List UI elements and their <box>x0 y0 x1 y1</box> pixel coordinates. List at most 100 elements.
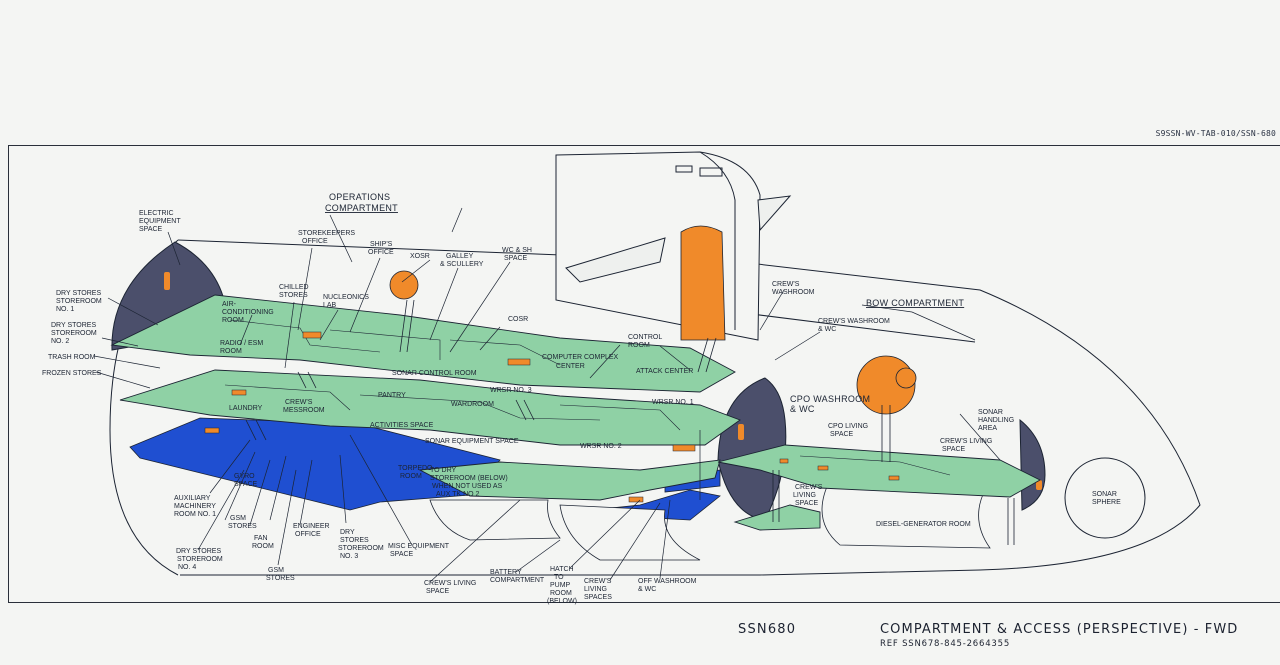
label-hatch-3: PUMP <box>550 582 571 589</box>
label-aux-1: AUXILIARY <box>174 495 211 502</box>
label-laundry: LAUNDRY <box>229 405 263 412</box>
label-hatch-1: HATCH <box>550 566 574 573</box>
label-sonar-control: SONAR CONTROL ROOM <box>392 370 477 377</box>
drawing-frame <box>8 145 1280 603</box>
hull-number: SSN680 <box>738 622 797 637</box>
label-galley-2: & SCULLERY <box>440 261 484 268</box>
label-crews-living-r-2: SPACE <box>942 446 966 453</box>
battery-compartment-cylinder <box>429 479 991 561</box>
label-engineer-1: ENGINEER <box>293 523 330 530</box>
label-off-washroom-1: OFF WASHROOM <box>638 578 697 585</box>
submarine-cutaway-diagram: OPERATIONS COMPARTMENT BOW COMPARTMENT E… <box>42 151 1201 605</box>
space-labels: ELECTRIC EQUIPMENT SPACE DRY STORES STOR… <box>42 210 1121 605</box>
label-chilled-2: STORES <box>279 292 308 299</box>
label-frozen: FROZEN STORES <box>42 370 102 377</box>
label-ships-1: SHIP'S <box>370 241 393 248</box>
label-nucleonics-2: LAB <box>323 302 337 309</box>
label-air-2: CONDITIONING <box>222 309 274 316</box>
label-battery-2: COMPARTMENT <box>490 577 545 584</box>
label-ds2-1: DRY STORES <box>51 322 96 329</box>
label-computer-2: CENTER <box>556 363 585 370</box>
label-storekeepers-2: OFFICE <box>302 238 328 245</box>
label-ds2-3: NO. 2 <box>51 338 69 345</box>
label-ds1-3: NO. 1 <box>56 306 74 313</box>
label-fan-1: FAN <box>254 535 268 542</box>
lower-deck <box>418 459 721 501</box>
label-wrsr1: WRSR NO. 1 <box>652 399 694 406</box>
label-to-dry-4: AUX TK NO 2 <box>436 491 480 498</box>
label-crews-mess-2: MESSROOM <box>283 407 325 414</box>
label-cosr: COSR <box>508 316 528 323</box>
label-trash: TRASH ROOM <box>48 354 96 361</box>
label-sonar-handling-2: HANDLING <box>978 417 1014 424</box>
escape-trunks <box>389 225 917 415</box>
compartment-labels: OPERATIONS COMPARTMENT BOW COMPARTMENT <box>325 192 964 308</box>
label-pantry: PANTRY <box>378 392 406 399</box>
title-block: SSN680 COMPARTMENT & ACCESS (PERSPECTIVE… <box>0 612 1280 665</box>
label-misc-1: MISC EQUIPMENT <box>388 543 450 550</box>
label-nucleonics-1: NUCLEONICS <box>323 294 369 301</box>
label-battery-1: BATTERY <box>490 569 522 576</box>
label-crews-living-low-1: CREW'S <box>795 484 823 491</box>
label-xosr: XOSR <box>410 253 430 260</box>
operations-compartment-label: OPERATIONS <box>329 192 390 202</box>
label-crews-living-bottom-2: SPACE <box>426 588 450 595</box>
bow-lower-deck <box>733 504 821 531</box>
label-storekeepers-1: STOREKEEPERS <box>298 230 355 237</box>
sail <box>555 151 792 341</box>
label-torpedo-1: TORPEDO <box>398 465 433 472</box>
label-crews-washroom-wc-1: CREW'S WASHROOM <box>818 318 890 325</box>
label-ds3-3: STOREROOM <box>338 545 384 552</box>
bow-compartment-label: BOW COMPARTMENT <box>866 298 964 308</box>
label-radio-2: ROOM <box>220 348 242 355</box>
label-electric-2: EQUIPMENT <box>139 218 181 225</box>
label-sonar-sphere-1: SONAR <box>1092 491 1117 498</box>
label-crews-living-low-2: LIVING <box>793 492 816 499</box>
label-ds1-2: STOREROOM <box>56 298 102 305</box>
label-torpedo-2: ROOM <box>400 473 422 480</box>
label-cpo-washroom-1: CPO WASHROOM <box>790 394 870 404</box>
upper-deck <box>110 294 736 393</box>
label-hatch-4: ROOM <box>550 590 572 597</box>
label-chilled-1: CHILLED <box>279 284 309 291</box>
label-air-1: AIR- <box>222 301 237 308</box>
label-crews-living-spaces-3: SPACES <box>584 594 612 601</box>
label-ships-2: OFFICE <box>368 249 394 256</box>
label-control-1: CONTROL <box>628 334 662 341</box>
label-radio-1: RADIO / ESM <box>220 340 263 347</box>
label-to-dry-1: TO DRY <box>430 467 457 474</box>
label-misc-2: SPACE <box>390 551 414 558</box>
label-crews-living-r-1: CREW'S LIVING <box>940 438 992 445</box>
label-gsm-1: GSM <box>230 515 246 522</box>
label-attack: ATTACK CENTER <box>636 368 693 375</box>
label-crews-washroom-top-2: WASHROOM <box>772 289 815 296</box>
operations-compartment-label-2: COMPARTMENT <box>325 203 398 213</box>
drawing-reference: REF SSN678-845-2664355 <box>880 639 1011 649</box>
label-ds4-2: STOREROOM <box>177 556 223 563</box>
label-ds3-2: STORES <box>340 537 369 544</box>
label-crews-living-bottom-1: CREW'S LIVING <box>424 580 476 587</box>
label-electric-1: ELECTRIC <box>139 210 174 217</box>
label-sonar-sphere-2: SPHERE <box>1092 499 1121 506</box>
label-crews-living-spaces-2: LIVING <box>584 586 607 593</box>
bow-upper-deck <box>717 444 1041 498</box>
label-hatch-2: TO <box>554 574 564 581</box>
label-off-washroom-2: & WC <box>638 586 656 593</box>
label-crews-washroom-wc-2: & WC <box>818 326 836 333</box>
label-gsm2-2: STORES <box>266 575 295 582</box>
sonar-sphere <box>1064 457 1146 539</box>
label-air-3: ROOM <box>222 317 244 324</box>
label-crews-washroom-top-1: CREW'S <box>772 281 800 288</box>
label-cpo-living-2: SPACE <box>830 431 854 438</box>
label-engineer-2: OFFICE <box>295 531 321 538</box>
middle-deck <box>119 369 741 446</box>
label-to-dry-3: WHEN NOT USED AS <box>432 483 503 490</box>
label-ds2-2: STOREROOM <box>51 330 97 337</box>
deck-hatches <box>204 331 900 503</box>
label-ds3-4: NO. 3 <box>340 553 358 560</box>
label-cpo-living-1: CPO LIVING <box>828 423 868 430</box>
label-aux-3: ROOM NO. 1 <box>174 511 216 518</box>
label-galley-1: GALLEY <box>446 253 474 260</box>
label-wrsr2: WRSR NO. 2 <box>580 443 622 450</box>
label-control-2: ROOM <box>628 342 650 349</box>
